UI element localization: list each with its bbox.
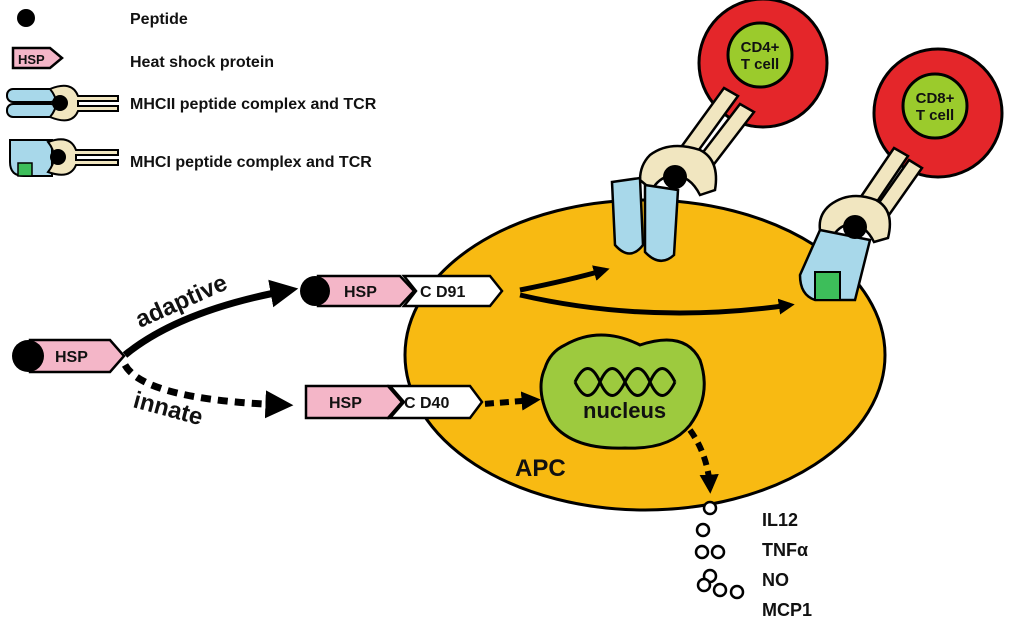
legend-peptide-label: Peptide — [130, 11, 188, 28]
mhcii-tcr-legend-icon — [6, 84, 119, 122]
cytokine-label: MCP1 — [762, 600, 812, 620]
hsp-cd91-complex: HSP C D91 — [300, 274, 504, 308]
hsp-peptide-start: HSP — [12, 338, 126, 374]
cd4-tcell-label: T cell — [741, 56, 779, 73]
cd91-label: C D91 — [420, 284, 465, 301]
mhci-tcr-legend-icon — [9, 138, 119, 177]
cytokine-list: IL12 TNFα NO MCP1 — [762, 510, 812, 620]
cytokine-label: TNFα — [762, 540, 808, 560]
mhcii-peptide — [663, 165, 687, 189]
cd8-label: CD8+ — [916, 90, 955, 107]
mhci-peptide — [843, 215, 867, 239]
cd91-to-mhcii-arrow — [519, 265, 610, 293]
hsp-legend-icon: HSP — [11, 46, 64, 70]
mhci-tcr-complex — [798, 146, 924, 302]
hsp-adaptive-label: HSP — [344, 284, 377, 301]
cytokine-granules — [694, 500, 745, 600]
cytokine-label: NO — [762, 570, 789, 590]
legend-hsp-label: Heat shock protein — [130, 54, 274, 71]
peptide-legend-icon — [17, 9, 35, 27]
hsp-cd40-complex: HSP C D40 — [304, 384, 484, 420]
hsp-start-label: HSP — [55, 349, 88, 366]
cd91-to-mhci-arrow — [519, 292, 795, 316]
apc-label: APC — [515, 455, 566, 482]
cd8-t-cell: CD8+ T cell — [872, 47, 1004, 179]
cd4-label: CD4+ — [741, 39, 780, 56]
nucleus: nucleus — [539, 333, 706, 450]
mhci-green-domain — [814, 271, 841, 301]
cd40-label: C D40 — [404, 395, 449, 412]
adaptive-arrow — [122, 279, 299, 358]
cytokine-label: IL12 — [762, 510, 798, 530]
nucleus-label: nucleus — [583, 398, 666, 423]
cd8-tcell-label: T cell — [916, 107, 954, 124]
legend-hsp-tag: HSP — [18, 52, 45, 67]
legend: Peptide HSP Heat shock protein MHCII pep… — [6, 9, 377, 177]
mhcii-tcr-complex — [610, 86, 756, 262]
innate-arrow — [121, 363, 294, 419]
legend-mhcii-label: MHCII peptide complex and TCR — [130, 96, 377, 113]
legend-mhci-label: MHCI peptide complex and TCR — [130, 154, 372, 171]
nucleus-to-cytokines-arrow — [687, 428, 719, 494]
cd40-to-nucleus-arrow — [469, 391, 541, 411]
hsp-innate-label: HSP — [329, 395, 362, 412]
